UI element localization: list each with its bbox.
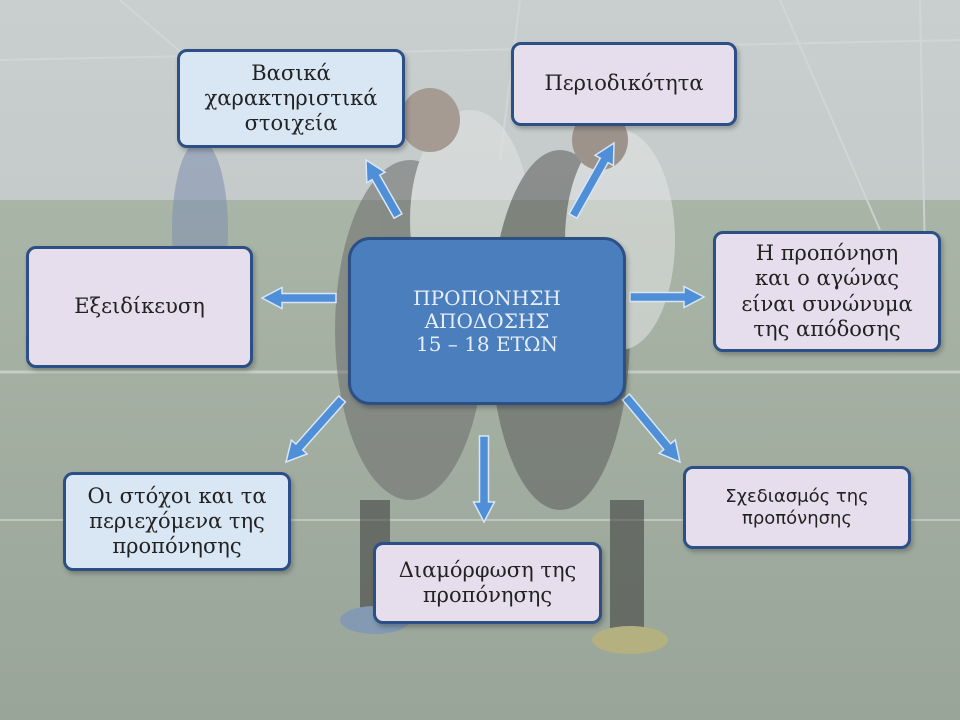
node-specialization: Εξειδίκευση	[26, 246, 253, 368]
node-periodicity: Περιοδικότητα	[511, 42, 737, 126]
node-training-planning-label: Σχεδιασμός της προπόνησης	[725, 485, 869, 529]
center-node: ΠΡΟΠΟΝΗΣΗ ΑΠΟΔΟΣΗΣ 15 – 18 ΕΤΩΝ	[348, 237, 626, 405]
center-node-label: ΠΡΟΠΟΝΗΣΗ ΑΠΟΔΟΣΗΣ 15 – 18 ΕΤΩΝ	[413, 285, 561, 356]
node-training-competition-label: Η προπόνηση και ο αγώνας είναι συνώνυμα …	[741, 241, 913, 341]
node-training-formation: Διαμόρφωση της προπόνησης	[373, 542, 602, 624]
node-goals-contents-label: Οι στόχοι και τα περιεχόμενα της προπόνη…	[87, 483, 267, 559]
node-basic-features: Βασικά χαρακτηριστικά στοιχεία	[177, 49, 405, 148]
node-basic-features-label: Βασικά χαρακτηριστικά στοιχεία	[204, 60, 378, 136]
node-goals-contents: Οι στόχοι και τα περιεχόμενα της προπόνη…	[63, 472, 291, 571]
node-training-competition: Η προπόνηση και ο αγώνας είναι συνώνυμα …	[713, 231, 941, 352]
node-training-planning: Σχεδιασμός της προπόνησης	[683, 466, 911, 549]
node-training-formation-label: Διαμόρφωση της προπόνησης	[398, 557, 577, 607]
node-specialization-label: Εξειδίκευση	[74, 294, 205, 319]
node-periodicity-label: Περιοδικότητα	[544, 71, 704, 96]
